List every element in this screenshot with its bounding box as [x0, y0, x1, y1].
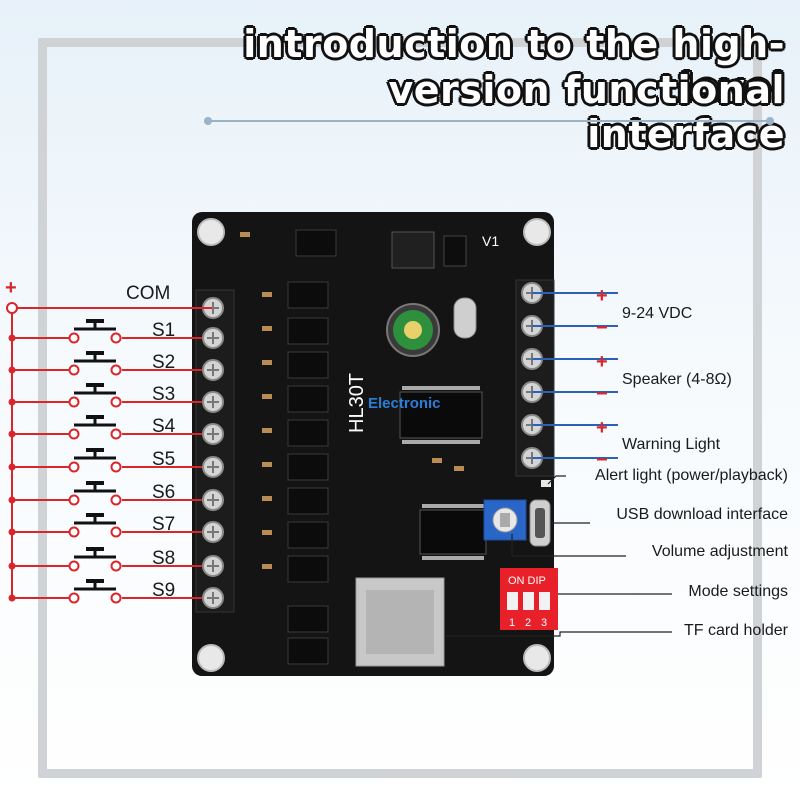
junction-node [8, 334, 16, 342]
push-button-icon [86, 383, 104, 387]
switch-contact-left [68, 364, 80, 376]
switch-contact-right [110, 494, 122, 506]
junction-node [8, 463, 16, 471]
switch-contact-left [68, 494, 80, 506]
power-minus-sign: − [596, 317, 608, 339]
push-button-icon [86, 319, 104, 323]
title-underline [204, 117, 774, 125]
dip-number-2: 2 [525, 617, 531, 629]
title-line-2: version functional interface [388, 68, 785, 156]
switch-contact-left [68, 428, 80, 440]
model-label: HL30T [346, 373, 368, 433]
speaker-minus-sign: − [596, 383, 608, 405]
dip-switch-1 [507, 592, 518, 610]
pcb-board: HL30T V1 Electronic ON DIP 1 2 3 [192, 212, 558, 676]
switch-label-s9: S9 [152, 580, 175, 601]
power-plus-sign: + [596, 285, 608, 307]
switch-contact-right [110, 592, 122, 604]
dip-switch-2 [523, 592, 534, 610]
push-button-icon [86, 481, 104, 485]
switch-label-s4: S4 [152, 416, 176, 437]
switch-contact-right [110, 461, 122, 473]
switch-label-s8: S8 [152, 548, 175, 569]
switch-contact-right [110, 364, 122, 376]
switch-contact-left [68, 526, 80, 538]
watermark-text: Electronic [368, 395, 441, 412]
switch-contact-right [110, 332, 122, 344]
switch-contact-right [110, 526, 122, 538]
switch-contact-right [110, 428, 122, 440]
push-button-icon [86, 513, 104, 517]
switch-contact-left [68, 592, 80, 604]
switch-label-s1: S1 [152, 320, 175, 341]
dip-number-3: 3 [541, 617, 547, 629]
usb-label: USB download interface [616, 506, 788, 523]
push-button-icon [86, 448, 104, 452]
switch-contact-left [68, 560, 80, 572]
warning-minus-sign: − [596, 449, 608, 471]
mode-label: Mode settings [688, 583, 788, 600]
left-wiring [11, 307, 212, 598]
switch-contact-left [68, 396, 80, 408]
left-plus-sign: + [5, 277, 17, 299]
speaker-label: Speaker (4-8Ω) [622, 371, 732, 388]
push-button-icon [86, 579, 104, 583]
switch-label-s2: S2 [152, 352, 175, 373]
switch-contact-left [68, 461, 80, 473]
warning-light-label: Warning Light [622, 436, 721, 453]
plus-terminal-node [6, 302, 18, 314]
tf-card-label: TF card holder [684, 622, 789, 639]
push-button-icon [86, 415, 104, 419]
warning-plus-sign: + [596, 417, 608, 439]
dip-switch-3 [539, 592, 550, 610]
power-label: 9-24 VDC [622, 305, 692, 322]
junction-node [8, 366, 16, 374]
junction-node [8, 562, 16, 570]
left-terminal-screws [202, 297, 224, 609]
alert-light-label: Alert light (power/playback) [595, 467, 788, 484]
push-button-icon [86, 547, 104, 551]
junction-node [8, 594, 16, 602]
decorative-frame [38, 38, 762, 778]
switch-label-s7: S7 [152, 514, 175, 535]
junction-node [8, 528, 16, 536]
version-label: V1 [482, 233, 499, 249]
switch-contact-right [110, 560, 122, 572]
junction-node [8, 430, 16, 438]
right-wiring [532, 292, 618, 459]
com-label: COM [126, 283, 170, 304]
push-button-icon [86, 351, 104, 355]
dip-number-1: 1 [509, 617, 515, 629]
switch-contact-right [110, 396, 122, 408]
junction-node [8, 398, 16, 406]
speaker-plus-sign: + [596, 351, 608, 373]
dip-on-label: ON DIP [508, 575, 546, 587]
callout-lines [446, 475, 672, 637]
switch-label-s6: S6 [152, 482, 175, 503]
junction-node [8, 496, 16, 504]
switch-label-s5: S5 [152, 449, 175, 470]
title-line-1: introduction to the high-level [243, 22, 785, 110]
switch-label-s3: S3 [152, 384, 175, 405]
volume-label: Volume adjustment [652, 543, 789, 560]
switch-contact-left [68, 332, 80, 344]
